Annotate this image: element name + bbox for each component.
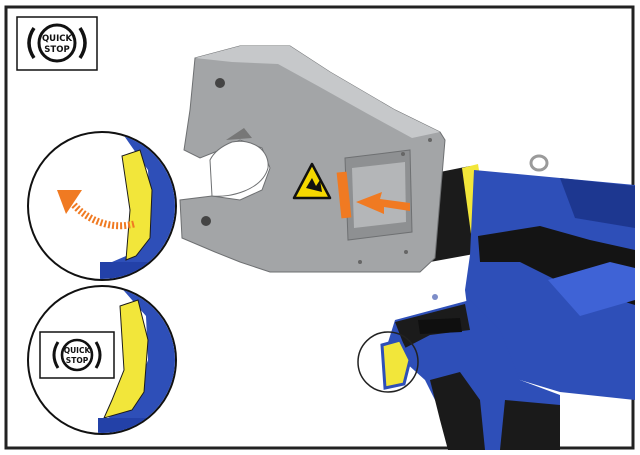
quick-stop-badge-detail: QUICK STOP xyxy=(39,331,115,379)
quick-stop-top-line1: QUICK xyxy=(42,34,73,44)
quick-stop-badge-top: QUICK STOP xyxy=(16,16,98,71)
quick-stop-top-line2: STOP xyxy=(44,45,69,55)
rotate-arrow-icon xyxy=(57,190,135,230)
detail-circle-rotate xyxy=(27,131,177,281)
quick-stop-detail-line1: QUICK xyxy=(64,346,92,355)
hand-crush-warning-icon xyxy=(292,162,332,200)
trigger-magnifier-ring xyxy=(357,331,419,393)
insert-arrow-icon xyxy=(336,171,410,219)
crimping-tool-body xyxy=(357,154,635,450)
quick-stop-detail-line2: STOP xyxy=(66,356,89,365)
